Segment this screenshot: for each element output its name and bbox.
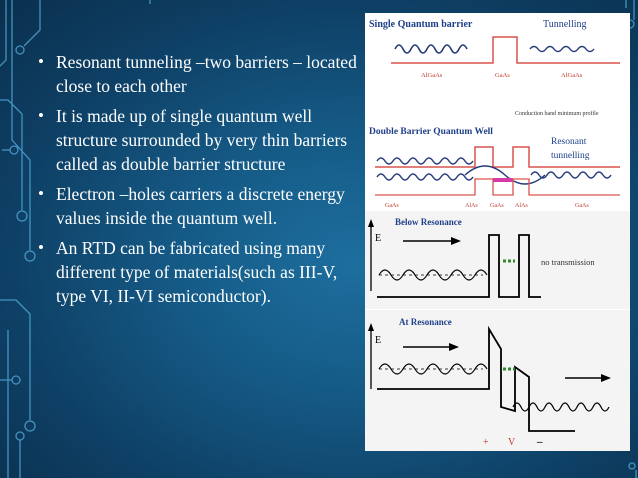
- panel2-tunnelling-label: tunnelling: [551, 151, 590, 161]
- incident-wave-lower: [376, 173, 474, 181]
- bullet-dot-icon: •: [38, 106, 44, 125]
- panel1-title: Single Quantum barrier: [369, 19, 473, 30]
- panel-below-resonance: E Below Resonance no transmission: [365, 211, 630, 309]
- panel3-title: Below Resonance: [395, 217, 462, 227]
- bullet-item: • Electron –holes carriers a discrete ene…: [36, 182, 366, 230]
- panel4-background: [365, 310, 630, 451]
- bullet-dot-icon: •: [38, 184, 44, 203]
- panel1-tunnelling-label: Tunnelling: [543, 19, 587, 30]
- panel2-resonant-label: Resonant: [551, 137, 587, 147]
- panel4-voltage: V: [508, 437, 516, 448]
- panel4-title: At Resonance: [399, 317, 452, 327]
- panel3-axis-arrow: [368, 219, 374, 227]
- resonant-level-highlight: [493, 178, 513, 182]
- panel4-incident-arrowhead: [449, 343, 459, 351]
- panel2-title: Double Barrier Quantum Well: [369, 127, 493, 137]
- panel4-biased-barriers: [377, 325, 575, 432]
- panel4-wave: [378, 363, 488, 375]
- incident-wave-upper: [376, 157, 474, 165]
- panel2-material-1: GaAs: [385, 203, 399, 209]
- panel4-axis-label: E: [375, 335, 381, 346]
- bullet-text: It is made up of single quantum well str…: [56, 106, 348, 174]
- panel2-material-4: AlAs: [515, 203, 528, 209]
- double-barrier-profile: [375, 146, 620, 168]
- tunneling-diagram: Single Quantum barrier Tunnelling AlGaAs…: [365, 19, 630, 451]
- bullet-text: Resonant tunneling –two barriers – locat…: [56, 52, 357, 96]
- transmitted-wave: [529, 45, 595, 53]
- panel3-incident-arrowhead: [451, 237, 461, 245]
- transmitted-wave: [530, 171, 612, 179]
- tunneling-figure: Single Quantum barrier Tunnelling AlGaAs…: [365, 13, 630, 451]
- panel4-axis-arrow: [368, 323, 374, 331]
- panel3-wave: [378, 269, 488, 281]
- panel4-transmitted-wave: [512, 402, 610, 412]
- panel2-material-2: AlAs: [465, 203, 478, 209]
- bullet-item: • Resonant tunneling –two barriers – loca…: [36, 50, 366, 98]
- bullet-text: An RTD can be fabricated using many diff…: [56, 238, 338, 306]
- panel-at-resonance: E At Resonance + V –: [365, 310, 630, 451]
- double-barrier-profile-lower: [375, 178, 620, 196]
- panel3-background: [365, 211, 630, 309]
- panel-single-barrier: Single Quantum barrier Tunnelling AlGaAs…: [369, 19, 620, 117]
- panel1-caption: Conduction band minimum profile: [515, 110, 599, 117]
- panel3-barriers: [377, 234, 541, 298]
- bullet-item: • An RTD can be fabricated using many dif…: [36, 236, 366, 308]
- panel4-minus: –: [536, 436, 543, 448]
- panel1-middle-material: GaAs: [495, 72, 510, 79]
- panel4-plus: +: [483, 437, 489, 448]
- resonant-envelope: [464, 165, 546, 185]
- panel2-material-3: GaAs: [490, 203, 504, 209]
- panel1-right-material: AlGaAs: [561, 72, 583, 79]
- bullet-dot-icon: •: [38, 52, 44, 71]
- bullet-dot-icon: •: [38, 238, 44, 257]
- panel2-material-5: GaAs: [575, 203, 589, 209]
- panel1-left-material: AlGaAs: [421, 72, 443, 79]
- barrier-profile: [391, 36, 620, 64]
- bullet-list: • Resonant tunneling –two barriers – loca…: [36, 50, 366, 314]
- bullet-item: • It is made up of single quantum well st…: [36, 104, 366, 176]
- panel3-note: no transmission: [541, 257, 595, 267]
- bullet-text: Electron –holes carriers a discrete ener…: [56, 184, 345, 228]
- incident-wave: [394, 44, 468, 54]
- panel3-axis-label: E: [375, 233, 381, 244]
- panel4-transmitted-arrowhead: [601, 374, 611, 382]
- panel-double-barrier: Double Barrier Quantum Well Resonant tun…: [369, 127, 620, 209]
